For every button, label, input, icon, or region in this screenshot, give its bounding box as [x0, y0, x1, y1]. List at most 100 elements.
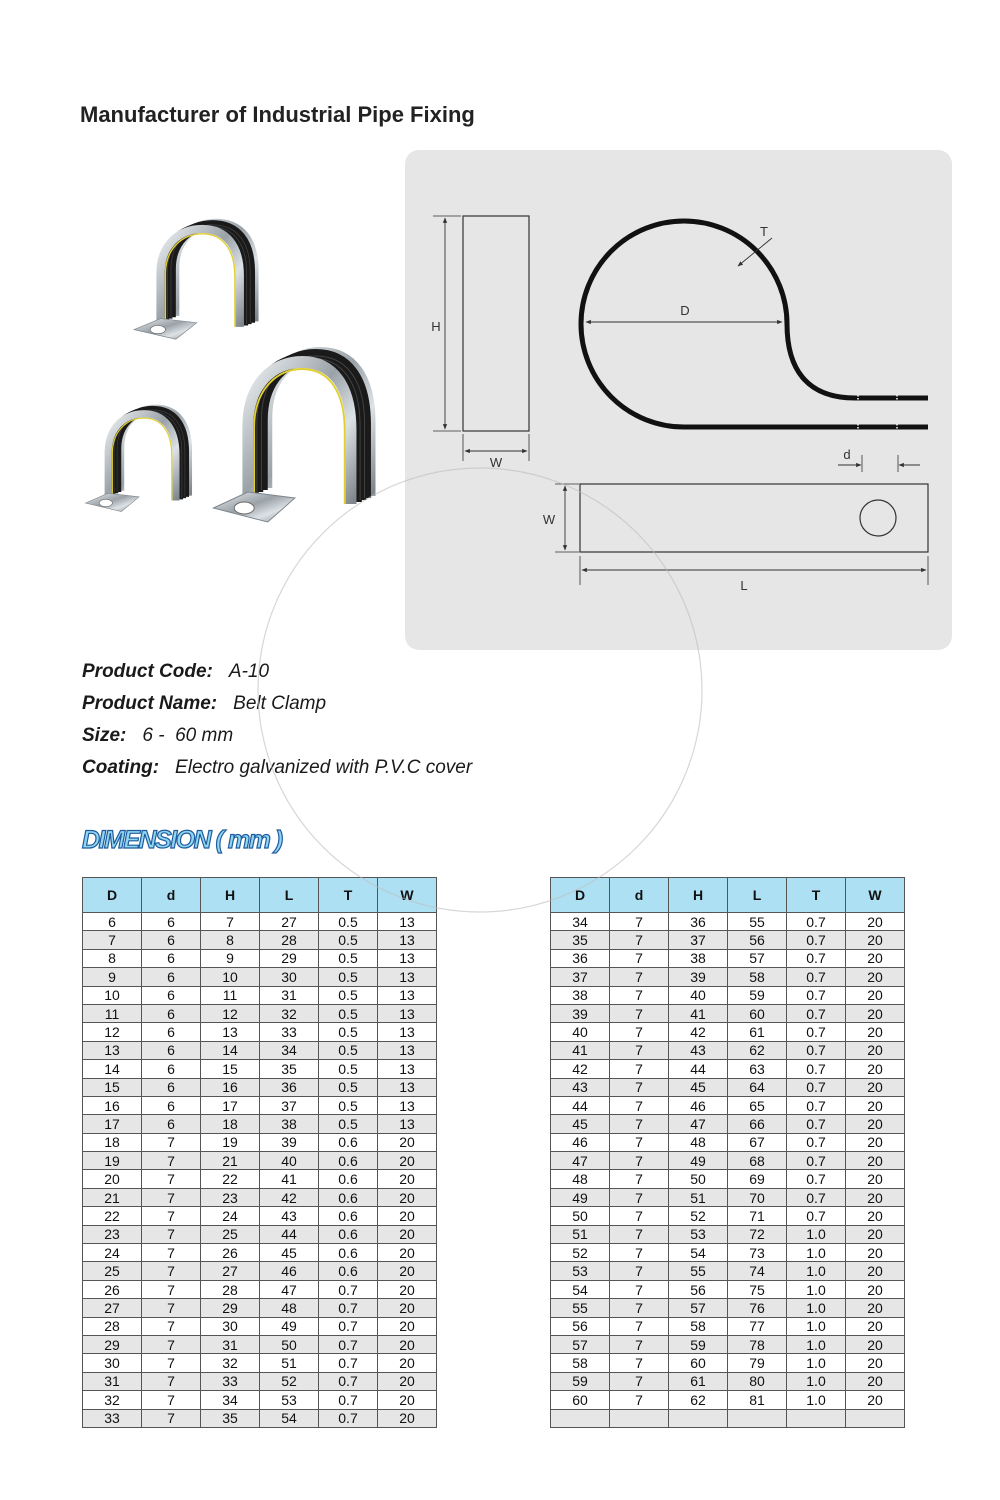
clamp-side-profile — [578, 218, 928, 430]
table-cell: 7 — [141, 1261, 201, 1281]
table-cell: 7 — [609, 1334, 669, 1355]
table-cell: 0.7 — [786, 1169, 846, 1189]
product-coating-value: Electro galvanized with P.V.C cover — [175, 757, 473, 778]
table-cell: 50 — [550, 1206, 610, 1226]
w-front-label: W — [490, 455, 503, 470]
table-cell: 40 — [668, 985, 728, 1005]
table-cell: 7 — [141, 1353, 201, 1373]
table-cell: 59 — [668, 1334, 728, 1355]
table-cell: 45 — [550, 1114, 610, 1134]
table-cell: 7 — [609, 1022, 669, 1042]
column-header-D: D — [550, 877, 610, 913]
table-row-empty — [550, 1408, 905, 1428]
table-cell: 13 — [377, 948, 437, 969]
table-cell: 20 — [845, 1003, 905, 1024]
table-cell: 0.6 — [318, 1151, 378, 1171]
table-cell: 20 — [845, 1243, 905, 1263]
table-cell: 36 — [259, 1077, 319, 1097]
table-cell: 29 — [200, 1298, 260, 1318]
table-cell: 19 — [82, 1151, 142, 1171]
table-cell: 59 — [727, 985, 787, 1005]
table-cell: 20 — [845, 1095, 905, 1116]
page-title: Manufacturer of Industrial Pipe Fixing — [80, 102, 475, 127]
table-cell: 31 — [82, 1371, 142, 1392]
table-cell: 13 — [200, 1022, 260, 1042]
table-cell: 32 — [259, 1003, 319, 1024]
table-cell: 0.7 — [786, 1059, 846, 1079]
table-cell: 58 — [727, 967, 787, 987]
table-cell: 60 — [668, 1353, 728, 1373]
table-cell — [786, 1408, 846, 1428]
table-cell: 0.6 — [318, 1261, 378, 1281]
table-cell: 28 — [82, 1316, 142, 1336]
table-cell: 0.6 — [318, 1132, 378, 1153]
table-cell: 6 — [141, 985, 201, 1005]
table-cell: 16 — [200, 1077, 260, 1097]
table-cell: 7 — [609, 911, 669, 932]
table-cell: 0.6 — [318, 1169, 378, 1189]
table-cell: 7 — [609, 1095, 669, 1116]
table-cell: 20 — [377, 1243, 437, 1263]
table-cell: 21 — [82, 1187, 142, 1208]
table-header-row: D d H L T W — [82, 877, 437, 913]
table-cell: 51 — [259, 1353, 319, 1373]
table-cell: 0.7 — [786, 1022, 846, 1042]
table-cell: 0.7 — [318, 1316, 378, 1336]
table-cell: 20 — [845, 1169, 905, 1189]
table-cell: 1.0 — [786, 1261, 846, 1281]
product-name-line: Product Name:Belt Clamp — [82, 688, 472, 720]
table-cell: 19 — [200, 1132, 260, 1153]
table-cell: 7 — [141, 1408, 201, 1428]
front-view-outline — [462, 215, 530, 432]
table-cell: 13 — [377, 985, 437, 1005]
table-cell: 34 — [259, 1040, 319, 1061]
product-size-line: Size:6 - 60 mm — [82, 720, 472, 752]
table-cell: 53 — [668, 1224, 728, 1245]
table-cell: 20 — [845, 985, 905, 1005]
table-cell: 0.6 — [318, 1206, 378, 1226]
table-cell: 23 — [200, 1187, 260, 1208]
w-bottom-label: W — [543, 512, 556, 527]
table-cell: 10 — [200, 967, 260, 987]
table-cell: 30 — [259, 967, 319, 987]
table-cell: 7 — [609, 1003, 669, 1024]
belt-clamp-photo-large — [213, 354, 369, 522]
table-cell: 50 — [668, 1169, 728, 1189]
table-cell: 20 — [845, 1279, 905, 1300]
table-cell — [609, 1408, 669, 1428]
table-cell: 6 — [141, 948, 201, 969]
table-cell: 47 — [259, 1279, 319, 1300]
table-cell: 40 — [259, 1151, 319, 1171]
table-cell: 68 — [727, 1151, 787, 1171]
table-cell: 0.7 — [786, 1114, 846, 1134]
table-cell: 20 — [377, 1206, 437, 1226]
table-cell: 46 — [259, 1261, 319, 1281]
table-cell: 57 — [550, 1334, 610, 1355]
table-cell: 0.5 — [318, 1059, 378, 1079]
table-cell: 63 — [727, 1059, 787, 1079]
mounting-hole — [859, 499, 897, 537]
strip-break-marks — [857, 395, 898, 430]
table-cell: 0.5 — [318, 967, 378, 987]
table-cell: 53 — [550, 1261, 610, 1281]
